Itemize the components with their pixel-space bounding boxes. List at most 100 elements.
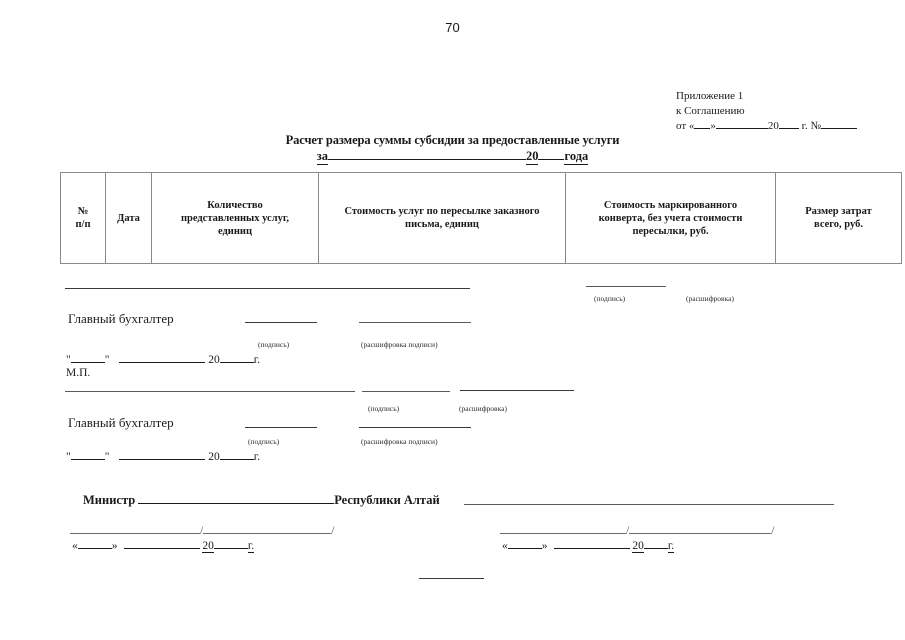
page-title-period: за 20 года	[0, 149, 905, 165]
role-label-chief-accountant-2: Главный бухгалтер	[68, 415, 174, 430]
minister-signature-rule[interactable]	[464, 504, 834, 505]
minister-label: Министр	[83, 493, 136, 507]
date-quote-open-2: "	[66, 451, 71, 463]
appendix-date-line: от «»20 г. №	[676, 119, 857, 134]
appendix-year-blank[interactable]	[778, 128, 799, 129]
date-month-blank-1[interactable]	[119, 362, 206, 363]
header-envelope-line1: Стоимость маркированного	[603, 199, 738, 211]
title-goda-label: года	[564, 149, 589, 165]
bottom-right-slash-row: //	[500, 525, 774, 537]
appendix-date-prefix: от «	[676, 120, 695, 132]
appendix-year: 20	[767, 120, 779, 132]
date-quote-close-1: "	[104, 354, 110, 366]
bottom-right-blank-1[interactable]	[500, 533, 626, 534]
header-envelope-line3: пересылки, руб.	[632, 225, 709, 237]
bottom-left-blank-2[interactable]	[203, 533, 332, 534]
table-header-total-cost: Размер затрат всего, руб.	[775, 172, 902, 264]
subsidy-calculation-table: № п/п Дата Количество представленных усл…	[60, 172, 902, 264]
caption-signature-right-1: (подпись)	[594, 294, 626, 303]
appendix-header: Приложение 1 к Соглашению от «»20 г. №	[676, 89, 857, 134]
minister-name-blank[interactable]	[138, 503, 335, 504]
date-quote-open-1: "	[66, 354, 71, 366]
header-number-line2: п/п	[75, 219, 91, 230]
bottom-left-slash-2: /	[331, 525, 335, 537]
signature-rule-left-1[interactable]	[65, 288, 470, 289]
page-number: 70	[445, 20, 460, 35]
header-mailing-line1: Стоимость услуг по пересылке заказного	[344, 206, 540, 217]
table-header-envelope-cost: Стоимость маркированного конверта, без у…	[565, 172, 776, 264]
bottom-right-year-blank[interactable]	[643, 548, 668, 549]
bottom-left-month-blank[interactable]	[123, 548, 200, 549]
appendix-line-2: к Соглашению	[676, 105, 745, 117]
bottom-right-year: 20	[632, 540, 644, 553]
bottom-left-quote-open: «	[72, 540, 78, 552]
footer-rule	[419, 578, 484, 579]
bottom-right-g: г.	[667, 540, 675, 553]
bottom-left-year: 20	[202, 540, 214, 553]
date-day-blank-2[interactable]	[70, 459, 105, 460]
appendix-month-blank[interactable]	[715, 128, 768, 129]
signature-rule-left-2[interactable]	[65, 391, 355, 392]
bottom-right-slash-1: /	[626, 525, 630, 537]
table-header-date: Дата	[105, 172, 152, 264]
bottom-right-quote-close: »	[541, 540, 548, 552]
bottom-right-blank-2[interactable]	[629, 533, 772, 534]
caption-signature-right-2: (подпись)	[368, 404, 400, 413]
bottom-left-year-blank[interactable]	[213, 548, 248, 549]
appendix-number-blank[interactable]	[820, 128, 857, 129]
transcript-line-1[interactable]	[359, 322, 471, 323]
appendix-day-blank[interactable]	[694, 128, 711, 129]
appendix-line-1: Приложение 1	[676, 90, 744, 102]
header-number-line1: №	[77, 206, 89, 217]
header-envelope-line2: конверта, без учета стоимости	[598, 212, 743, 224]
date-year-blank-2[interactable]	[219, 459, 254, 460]
bottom-left-blank-1[interactable]	[70, 533, 200, 534]
date-line-1: " " 20 г.	[66, 354, 260, 366]
title-za-label: за	[316, 149, 328, 165]
caption-transcript-right-2: (расшифровка)	[459, 404, 507, 413]
appendix-g-number: г. №	[801, 120, 821, 132]
signature-rule-right-2[interactable]	[460, 390, 574, 391]
title-year: 20	[525, 149, 539, 165]
page-title: Расчет размера суммы субсидии за предост…	[285, 133, 620, 147]
signature-rule-right-1[interactable]	[586, 286, 666, 287]
caption-transcript-2: (расшифровка подписи)	[361, 437, 438, 446]
date-day-blank-1[interactable]	[70, 362, 105, 363]
table-header-row: № п/п Дата Количество представленных усл…	[60, 172, 902, 264]
date-year-blank-1[interactable]	[219, 362, 254, 363]
role-label-chief-accountant-1: Главный бухгалтер	[68, 311, 174, 326]
bottom-left-date-row: « » 20 г.	[72, 540, 255, 553]
bottom-left-day-blank[interactable]	[77, 548, 112, 549]
title-period-blank[interactable]	[327, 159, 526, 160]
date-month-blank-2[interactable]	[119, 459, 206, 460]
caption-signature-1: (подпись)	[258, 340, 290, 349]
minister-republic-label: Республики Алтай	[334, 493, 440, 507]
header-services-line2: представленных услуг,	[180, 212, 290, 224]
date-g-2: г.	[253, 451, 261, 463]
stamp-label-1: М.П.	[66, 367, 91, 379]
bottom-right-slash-2: /	[771, 525, 775, 537]
bottom-left-slash-1: /	[200, 525, 204, 537]
date-year-2: 20	[208, 451, 220, 463]
header-total-line2: всего, руб.	[814, 219, 863, 230]
title-year-blank[interactable]	[538, 159, 565, 160]
table-header-mailing-cost: Стоимость услуг по пересылке заказного п…	[318, 172, 566, 264]
header-total-line1: Размер затрат	[805, 206, 872, 217]
signature-line-1[interactable]	[245, 322, 317, 323]
table-header-services-count: Количество представленных услуг, единиц	[151, 172, 319, 264]
bottom-right-day-blank[interactable]	[507, 548, 542, 549]
bottom-right-month-blank[interactable]	[553, 548, 630, 549]
header-services-line3: единиц	[217, 225, 253, 237]
header-mailing-line2: письма, единиц	[405, 219, 479, 230]
transcript-line-2[interactable]	[359, 427, 471, 428]
signature-rule-mid-2[interactable]	[362, 391, 450, 392]
caption-transcript-1: (расшифровка подписи)	[361, 340, 438, 349]
bottom-left-g: г.	[247, 540, 255, 553]
date-g-1: г.	[253, 354, 261, 366]
signature-line-2[interactable]	[245, 427, 317, 428]
bottom-left-quote-close: »	[111, 540, 118, 552]
date-year-1: 20	[208, 354, 220, 366]
